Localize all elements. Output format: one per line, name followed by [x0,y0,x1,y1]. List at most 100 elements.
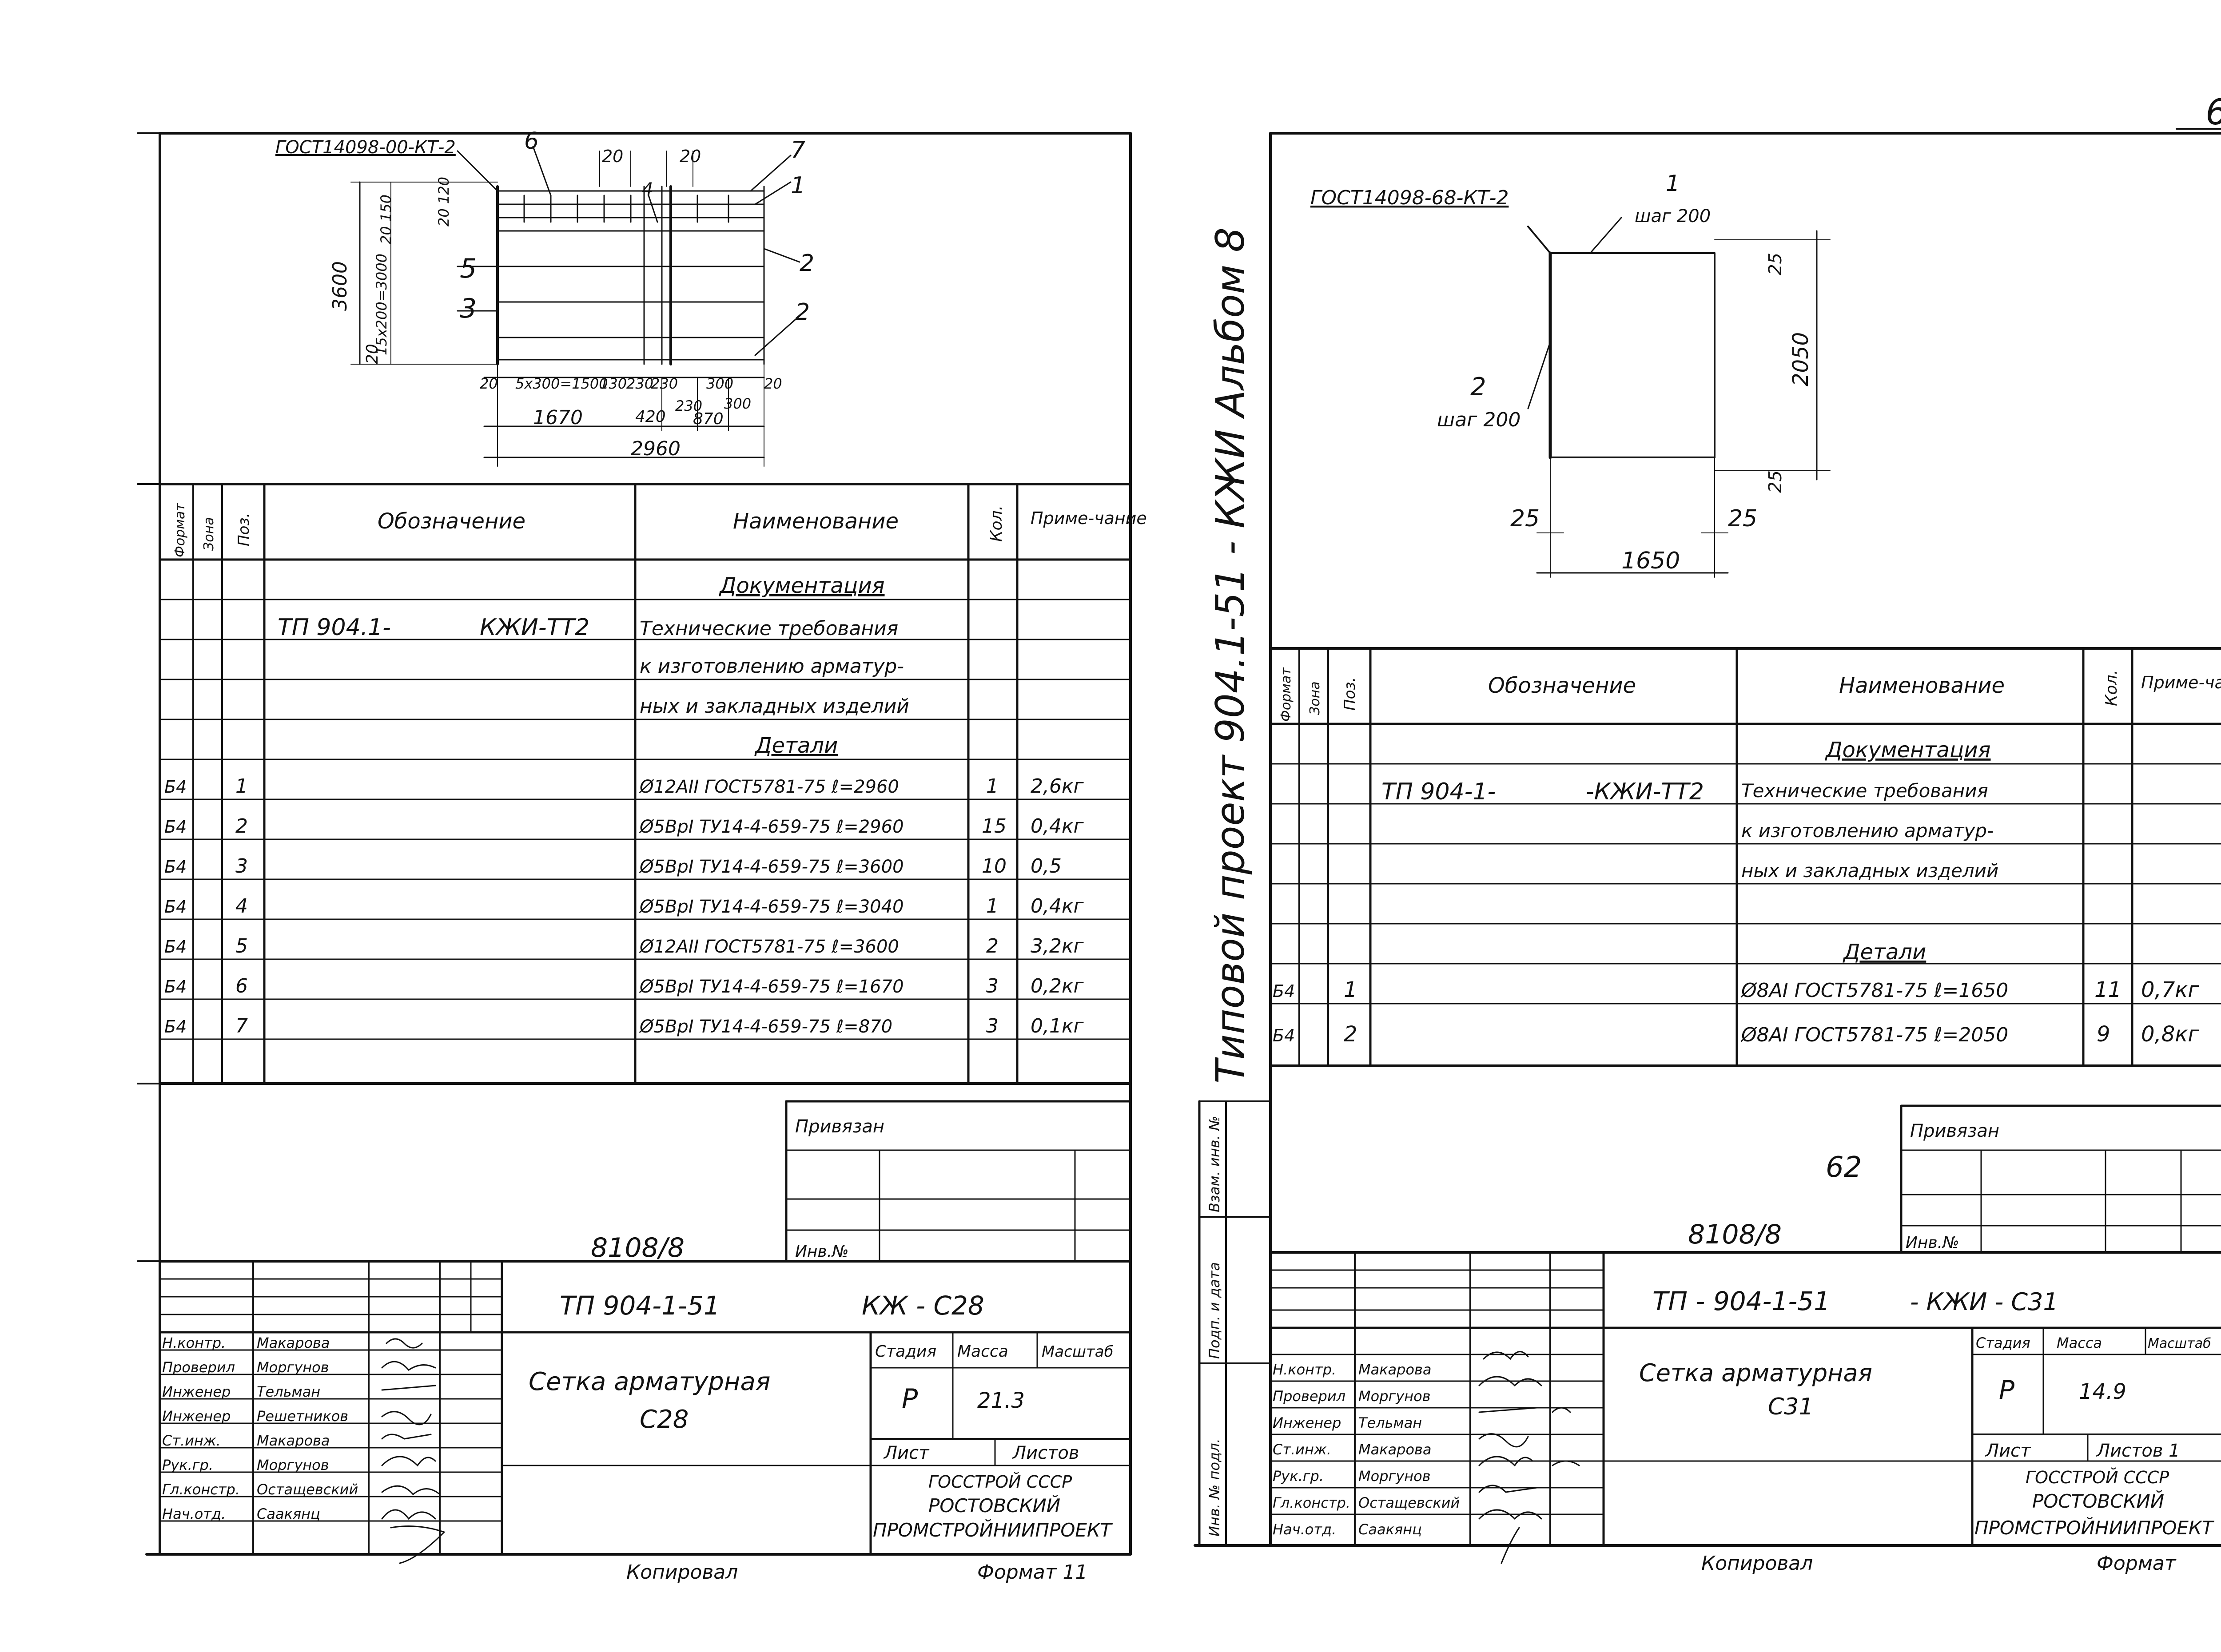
hdr-format: Формат [172,503,188,557]
role: Рук.гр. [162,1457,213,1473]
tb-project: ТП - 904-1-51 [1652,1286,1830,1316]
callout: 2 [800,250,814,277]
person: Макарова [1358,1441,1432,1458]
tb-mass-h: Масса [957,1342,1008,1361]
row-qty: 3 [986,975,999,997]
dim: 300 [724,395,751,412]
dim: 20 [680,147,701,166]
row-pos: 6 [235,975,248,997]
row-note: 0,8кг [2141,1022,2199,1047]
tb-mark: КЖ - С28 [862,1291,984,1321]
hdr-pos: Поз. [1341,677,1359,711]
gost-label: ГОСТ14098-68-КТ-2 [1310,187,1509,209]
tb-title-mark: С31 [1768,1394,1813,1420]
row-pos: 4 [235,895,248,917]
side-label: Инв. № подл. [1206,1438,1223,1537]
row-note: 0,5 [1031,855,1062,878]
hdr-designation: Обозначение [378,509,525,534]
row-format: Б4 [164,937,187,957]
row-pos: 7 [235,1015,248,1037]
role: Ст.инж. [1273,1441,1331,1458]
dim: 15х200=3000 [373,254,390,355]
right-title-block: Привязан 62 Инв.№ 8108/8 ТП - 904-1-51 -… [1273,1121,2215,1575]
role: Гл.констр. [162,1481,240,1498]
row-name: Ø12АII ГОСТ5781-75 ℓ=2960 [639,777,899,797]
hdr-name: Наименование [733,509,899,534]
dim: 230 [651,375,678,392]
row-pos: 3 [235,855,248,878]
callout: 7 [791,137,805,163]
tb-mark: - КЖИ - С31 [1910,1288,2058,1316]
doc-designation: ТП 904.1- [278,614,391,641]
dim: 25 [1765,470,1786,493]
tb-title-mark: С28 [640,1405,689,1434]
row-format: Б4 [164,897,187,917]
row-pos: 2 [1344,1022,1357,1047]
hdr-pos: Поз. [235,513,253,546]
role: Н.контр. [162,1334,226,1351]
vertical-title: Типовой проект 904.1-51 - КЖИ Альбом 8 [1207,227,1253,1084]
tb-sheets-h: Листов [1012,1443,1079,1463]
dim: 5х300=1500 [515,375,608,392]
row-note: 0,1кг [1031,1015,1084,1037]
dim: 20 [363,344,382,364]
row-pos: 5 [235,935,248,957]
tb-sheet-h: Лист [1985,1441,2031,1461]
right-drawing: ГОСТ14098-68-КТ-2 1 шаг 200 2 шаг 200 25… [1310,171,1813,574]
dim: 20 120 [435,177,452,226]
tb-mass: 21.3 [977,1388,1025,1413]
tb-stage-h: Стадия [1976,1334,2030,1351]
row-note: 0,2кг [1031,975,1084,997]
person: Остащевский [257,1481,358,1498]
row-name: Ø5ВрI ТУ14-4-659-75 ℓ=870 [639,1017,892,1037]
dim: 1670 [533,406,583,429]
row-name: Ø5ВрI ТУ14-4-659-75 ℓ=1670 [639,977,904,997]
person: Моргунов [1358,1388,1431,1405]
dim: 870 [693,410,724,428]
tb-mass: 14.9 [2079,1379,2126,1404]
row-format: Б4 [164,857,187,877]
row-note: 0,7кг [2141,977,2199,1002]
person: Саакянц [1358,1521,1422,1538]
hdr-note: Приме-чание [1031,508,1147,528]
tb-org: ГОССТРОЙ СССР [2026,1468,2169,1487]
left-title-block: Привязан Инв.№ 8108/8 ТП 904-1-51 КЖ - С… [162,1116,1114,1584]
copied-label: Копировал [1701,1552,1813,1575]
dim: 230 [675,397,702,414]
person: Тельман [257,1383,320,1400]
role: Н.контр. [1273,1361,1336,1378]
person: Тельман [1358,1414,1422,1431]
person: Решетников [257,1408,348,1425]
dim: 20 150 [378,195,394,244]
doc-name: Технические требования [1741,780,1988,802]
row-note: 2,6кг [1031,775,1084,798]
row-name: Ø12АII ГОСТ5781-75 ℓ=3600 [639,937,899,957]
tb-stage: Р [1999,1375,2014,1405]
role: Гл.констр. [1273,1494,1350,1511]
section-docs: Документация [1825,738,1991,762]
section-docs: Документация [719,573,885,598]
doc-designation-mark: КЖИ-ТТ2 [480,614,589,641]
role: Инженер [1273,1414,1341,1431]
tb-org: РОСТОВСКИЙ [928,1494,1060,1517]
section-details: Детали [1843,940,1926,965]
dim: 300 [706,375,733,392]
tb-stage: Р [902,1383,918,1414]
tb-mass-h: Масса [2057,1334,2102,1351]
row-format: Б4 [164,977,187,997]
hdr-zone: Зона [201,517,217,551]
row-qty: 11 [2094,977,2121,1002]
person: Макарова [257,1334,330,1351]
row-format: Б4 [164,777,187,797]
row-pos: 2 [235,815,248,838]
tb-sheet-h: Лист [883,1443,930,1463]
dim: 3600 [329,261,351,311]
hdr-name: Наименование [1839,673,2005,698]
dim: 25 [1728,505,1757,532]
callout: 5 [460,253,477,284]
dim: 1650 [1621,548,1680,574]
dim: 25 [1510,505,1540,532]
side-label: Взам. инв. № [1206,1116,1223,1212]
callout: 2 [1470,373,1486,401]
